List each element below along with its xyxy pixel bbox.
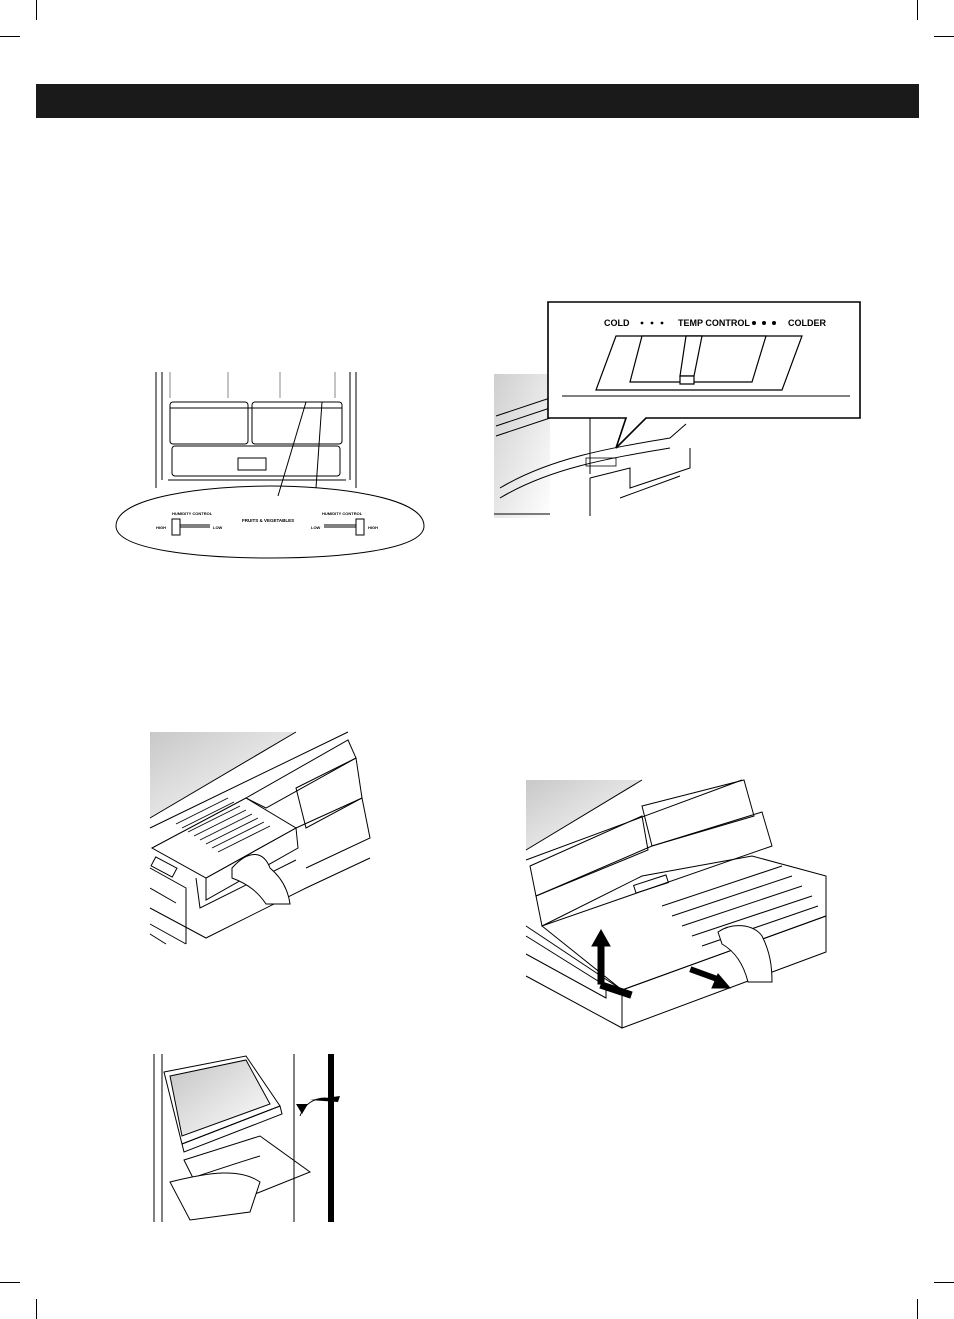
crop-mark-tl-v (36, 0, 37, 20)
left-low-label: LOW (213, 525, 223, 530)
crisper-humidity-figure: HUMIDITY CONTROL HIGH LOW FRUITS & VEGET… (110, 368, 430, 560)
crop-mark-bl-v (36, 1299, 37, 1319)
drawer-removal-figure (146, 728, 378, 950)
crop-mark-tr-h (934, 36, 954, 37)
right-high-label: HIGH (368, 525, 378, 530)
left-humidity-label: HUMIDITY CONTROL (172, 511, 213, 516)
section-header-bar (36, 84, 919, 118)
crop-mark-tl-h (0, 36, 20, 37)
temp-control-figure: COLD TEMP CONTROL COLDER (490, 298, 866, 522)
crop-mark-br-h (934, 1282, 954, 1283)
crop-mark-tr-v (917, 0, 918, 20)
right-low-label: LOW (311, 525, 321, 530)
drawer-lift-figure (522, 776, 834, 1032)
temp-control-label: TEMP CONTROL (678, 318, 750, 328)
temp-slider[interactable] (596, 336, 802, 390)
fruits-vegetables-label: FRUITS & VEGETABLES (242, 518, 294, 523)
crop-mark-br-v (917, 1299, 918, 1319)
cold-label: COLD (604, 318, 630, 328)
left-high-label: HIGH (156, 525, 166, 530)
right-humidity-label: HUMIDITY CONTROL (322, 511, 363, 516)
colder-label: COLDER (788, 318, 827, 328)
shelf-removal-figure (150, 1052, 350, 1224)
crop-mark-bl-h (0, 1282, 20, 1283)
